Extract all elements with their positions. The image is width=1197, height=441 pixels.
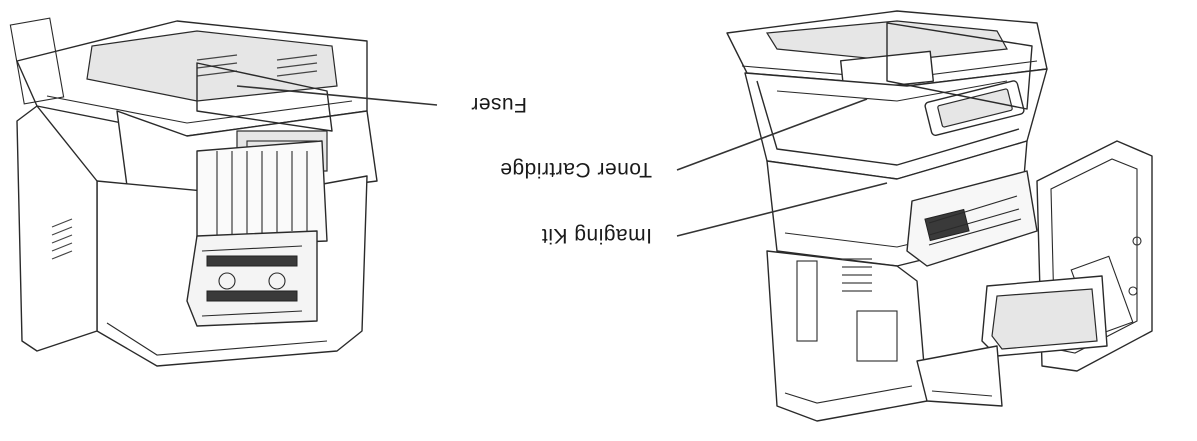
fuser-leader	[236, 85, 438, 106]
leader-lines	[236, 85, 888, 237]
imaging-kit-leader	[676, 182, 888, 237]
toner-leader	[676, 98, 868, 171]
imaging-kit-label: Imaging Kit	[541, 224, 652, 247]
toner-cartridge-label: Toner Cartridge	[500, 158, 652, 181]
fuser-label: Fuser	[471, 93, 527, 116]
printer-front-open	[726, 10, 1153, 422]
printer-rear-open	[9, 17, 378, 367]
